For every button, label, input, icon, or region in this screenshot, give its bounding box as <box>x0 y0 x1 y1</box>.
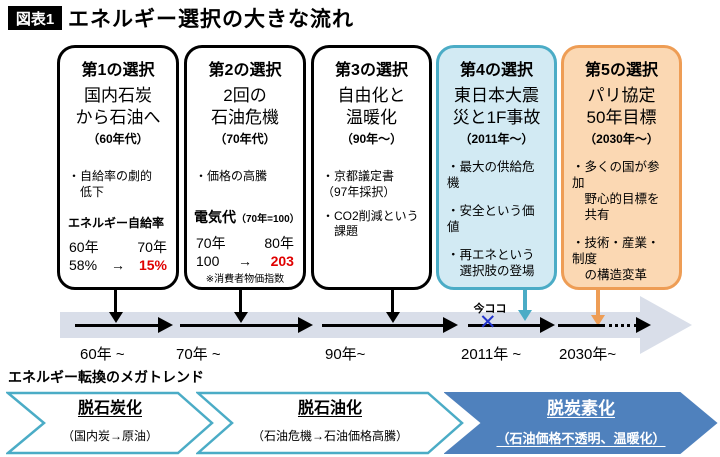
choice-box-3-bullet: ・京都議定書 （97年採択） <box>322 169 396 199</box>
choice-box-3: 第3の選択 自由化と 温暖化 （90年～） ・京都議定書 （97年採択） ・CO… <box>311 45 432 290</box>
now-marker-x-icon: ✕ <box>479 311 497 334</box>
choice-box-5-period: （2030年～） <box>584 132 659 147</box>
choice-box-4-period: （2011年～） <box>459 132 534 147</box>
stat-table: 70年 80年 100 → 203 <box>196 233 294 269</box>
chevron-decarbon-icon <box>444 392 718 454</box>
timeline-label-60s: 60年 ~ <box>80 346 125 363</box>
choice-box-5: 第5の選択 パリ協定 50年目標 （2030年～） ・多くの国が参加 野心的目標… <box>561 45 682 290</box>
megatrend-sub: （石油危機→石油価格高騰） <box>251 429 408 443</box>
megatrend-sub-decoal: （国内炭→原油） <box>30 427 190 444</box>
choice-box-3-period: （90年～） <box>340 132 403 147</box>
timeline-label-2011: 2011年 ~ <box>461 346 522 363</box>
timeline-arrowhead-icon <box>540 317 555 333</box>
timeline-arrow-icon <box>75 324 159 327</box>
choice-box-2: 第2の選択 2回の 石油危機 （70年代） ・価格の高騰 電気代（70年=100… <box>184 45 306 290</box>
choice-box-1-title: 国内石炭 から石油へ <box>75 86 161 128</box>
down-arrowhead-teal-icon <box>518 310 532 321</box>
choice-box-2-header: 第2の選択 <box>208 62 282 79</box>
choice-box-1-header: 第1の選択 <box>81 62 155 79</box>
timeline-dotted-arrow-icon <box>602 324 637 327</box>
choice-box-1-bullet: ・自給率の劇的 低下 <box>68 169 153 199</box>
choice-box-4-title: 東日本大震 災と1F事故 <box>452 86 541 128</box>
down-arrow-teal-icon <box>523 290 527 311</box>
timeline-label-2030: 2030年~ <box>559 346 617 363</box>
megatrend-item-decoal: 脱石炭化 <box>40 394 180 418</box>
timeline-arrow-icon <box>558 324 602 327</box>
choice-box-3-title: 自由化と 温暖化 <box>337 86 406 128</box>
figure-tag: 図表1 <box>8 6 62 30</box>
stat-head-left: 60年 <box>69 238 99 255</box>
choice-box-1-period: （60年代） <box>87 132 149 147</box>
timeline-arrowhead-icon <box>158 317 173 333</box>
stat-head-left: 70年 <box>196 234 226 251</box>
down-arrowhead-icon <box>234 312 248 323</box>
down-arrow-icon <box>391 288 394 313</box>
megatrend-label: 脱炭素化 <box>547 399 615 418</box>
now-label: 今ココ <box>473 303 507 315</box>
stat-label: 電気代（70年=100） <box>194 207 300 227</box>
megatrend-sub-decarbon: （石油価格不透明、温暖化） <box>471 428 691 447</box>
choice-box-4-bullet: ・再エネという 選択肢の登場 <box>447 248 535 279</box>
timeline-arrowhead-icon <box>298 317 313 333</box>
stat-spacer <box>235 233 255 253</box>
stat-head-right: 80年 <box>264 234 294 251</box>
stat-note: （70年=100） <box>236 213 300 225</box>
stat-to: 15% <box>138 256 167 273</box>
stat-from: 58% <box>69 256 98 273</box>
stat-arrow: → <box>237 252 252 269</box>
page-title: エネルギー選択の大きな流れ <box>68 8 354 31</box>
choice-box-2-title: 2回の 石油危機 <box>211 86 279 128</box>
choice-box-3-bullet: ・CO2削減という 課題 <box>322 208 419 239</box>
choice-box-5-bullet: ・多くの国が参加 野心的目標を 共有 <box>572 160 660 223</box>
megatrend-label: 脱石炭化 <box>77 400 142 417</box>
megatrend-label: 脱石油化 <box>297 400 362 417</box>
chevron-deoil-icon <box>196 391 464 455</box>
timeline-label-70s: 70年 ~ <box>176 346 221 363</box>
choice-box-5-bullet: ・技術・産業・制度 の構造変革 <box>572 236 660 283</box>
chevron-decoal-icon <box>6 391 214 455</box>
stat-name: 電気代 <box>194 208 236 225</box>
timeline-arrow-icon <box>468 324 541 327</box>
down-arrowhead-icon <box>386 312 400 323</box>
down-arrow-orange-icon <box>596 290 600 316</box>
down-arrow-icon <box>114 288 117 313</box>
megatrend-sub: （石油価格不透明、温暖化） <box>496 431 666 446</box>
choice-box-5-title: パリ協定 50年目標 <box>586 86 657 128</box>
down-arrow-icon <box>239 288 242 313</box>
down-arrowhead-orange-icon <box>591 315 605 326</box>
timeline-label-90s: 90年~ <box>325 346 366 363</box>
stat-label: エネルギー自給率 <box>68 215 165 230</box>
megatrend-item-decarbon: 脱炭素化 <box>481 394 681 419</box>
stat-arrow: → <box>110 256 125 273</box>
stat-table: 60年 70年 58% → 15% <box>69 237 167 273</box>
choice-box-3-header: 第3の選択 <box>335 62 408 79</box>
choice-box-5-header: 第5の選択 <box>585 62 658 79</box>
stat-footnote: ※消費者物価指数 <box>205 273 285 285</box>
megatrend-sub-deoil: （石油危機→石油価格高騰） <box>230 427 430 444</box>
stat-spacer <box>108 237 128 257</box>
choice-box-4-bullet: ・安全という価値 <box>447 204 535 235</box>
megatrend-sub: （国内炭→原油） <box>61 429 158 443</box>
choice-box-4-header: 第4の選択 <box>460 62 533 79</box>
timeline-arrow-icon <box>322 324 444 327</box>
choice-box-4: 第4の選択 東日本大震 災と1F事故 （2011年～） ・最大の供給危機 ・安全… <box>436 45 557 290</box>
stat-to: 203 <box>270 252 294 269</box>
down-arrowhead-icon <box>109 312 123 323</box>
timeline-arrowhead-icon <box>443 317 458 333</box>
timeline-arrowhead-icon <box>636 317 651 333</box>
choice-box-2-period: （70年代） <box>214 132 276 147</box>
stat-head-right: 70年 <box>137 238 167 255</box>
stat-from: 100 <box>196 252 220 269</box>
timeline-arrow-icon <box>180 324 299 327</box>
choice-box-4-bullet: ・最大の供給危機 <box>447 160 535 191</box>
megatrend-title: エネルギー転換のメガトレンド <box>8 369 204 385</box>
choice-box-2-bullet: ・価格の高騰 <box>195 169 268 184</box>
choice-box-1: 第1の選択 国内石炭 から石油へ （60年代） ・自給率の劇的 低下 エネルギー… <box>57 45 179 290</box>
megatrend-item-deoil: 脱石油化 <box>240 394 420 418</box>
